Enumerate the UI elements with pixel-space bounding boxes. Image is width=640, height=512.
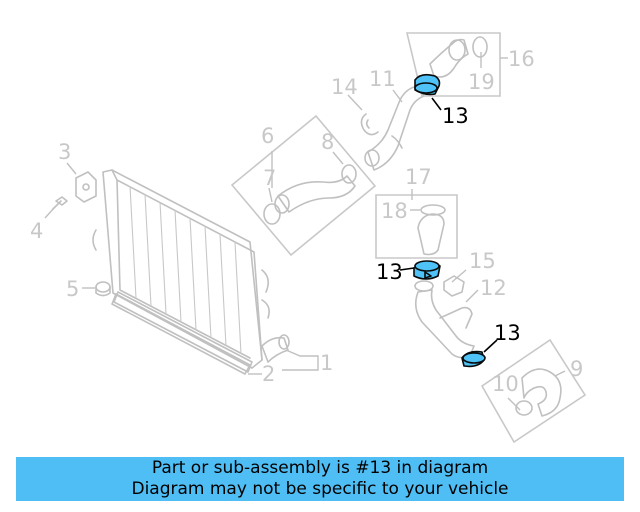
hose-18: [417, 204, 446, 256]
callout-16: 16: [508, 47, 535, 71]
callout-13-upper: 13: [442, 104, 469, 128]
intercooler-outlet-pipe: [261, 334, 290, 363]
callout-4: 4: [30, 219, 43, 243]
callout-19: 19: [468, 70, 495, 94]
info-banner: Part or sub-assembly is #13 in diagram D…: [16, 457, 624, 501]
leader-lines-13: [399, 97, 498, 353]
clamp-13-upper: [414, 73, 441, 96]
group-box-6: [230, 114, 377, 257]
leader-lines: [44, 52, 566, 411]
callout-13-lower: 13: [494, 321, 521, 345]
parts-diagram: 1 2 3 4 5 6 7 8 9 10 11 12 13 13 13 14 1…: [30, 32, 587, 444]
sensor-15: [443, 275, 465, 297]
clamp-13-lower: [461, 350, 486, 368]
callout-12: 12: [480, 276, 507, 300]
bolt-4: [52, 196, 68, 210]
callout-9: 9: [570, 357, 583, 381]
intercooler-core: [92, 169, 270, 373]
charge-pipe-11: [364, 85, 425, 171]
callout-6: 6: [261, 124, 274, 148]
callout-5: 5: [66, 277, 79, 301]
callout-10: 10: [492, 372, 519, 396]
callout-11: 11: [369, 67, 396, 91]
callout-7: 7: [263, 166, 276, 190]
callout-18: 18: [381, 199, 408, 223]
air-guide-bottom: [111, 293, 251, 375]
banner-line-1: Part or sub-assembly is #13 in diagram: [151, 458, 489, 478]
callout-13-middle: 13: [376, 260, 403, 284]
group-box-16: [405, 32, 501, 97]
callout-2: 2: [262, 362, 275, 386]
hose-7: [263, 175, 356, 225]
hose-10: [515, 368, 562, 417]
callout-15: 15: [469, 249, 496, 273]
callout-17: 17: [405, 165, 432, 189]
grommet-5: [95, 281, 111, 297]
charge-pipe-12: [414, 280, 475, 359]
clamp-13-middle: [413, 260, 441, 280]
hose-19: [429, 36, 488, 78]
callout-1: 1: [320, 351, 333, 375]
group-box-9: [480, 338, 587, 444]
callout-8: 8: [321, 130, 334, 154]
o-ring-8: [341, 164, 357, 184]
callout-3: 3: [58, 140, 71, 164]
clip-14: [360, 113, 379, 136]
mounting-bracket-3: [75, 171, 97, 203]
callout-14: 14: [331, 75, 358, 99]
group-box-17: [375, 194, 458, 259]
banner-line-2: Diagram may not be specific to your vehi…: [131, 479, 509, 499]
